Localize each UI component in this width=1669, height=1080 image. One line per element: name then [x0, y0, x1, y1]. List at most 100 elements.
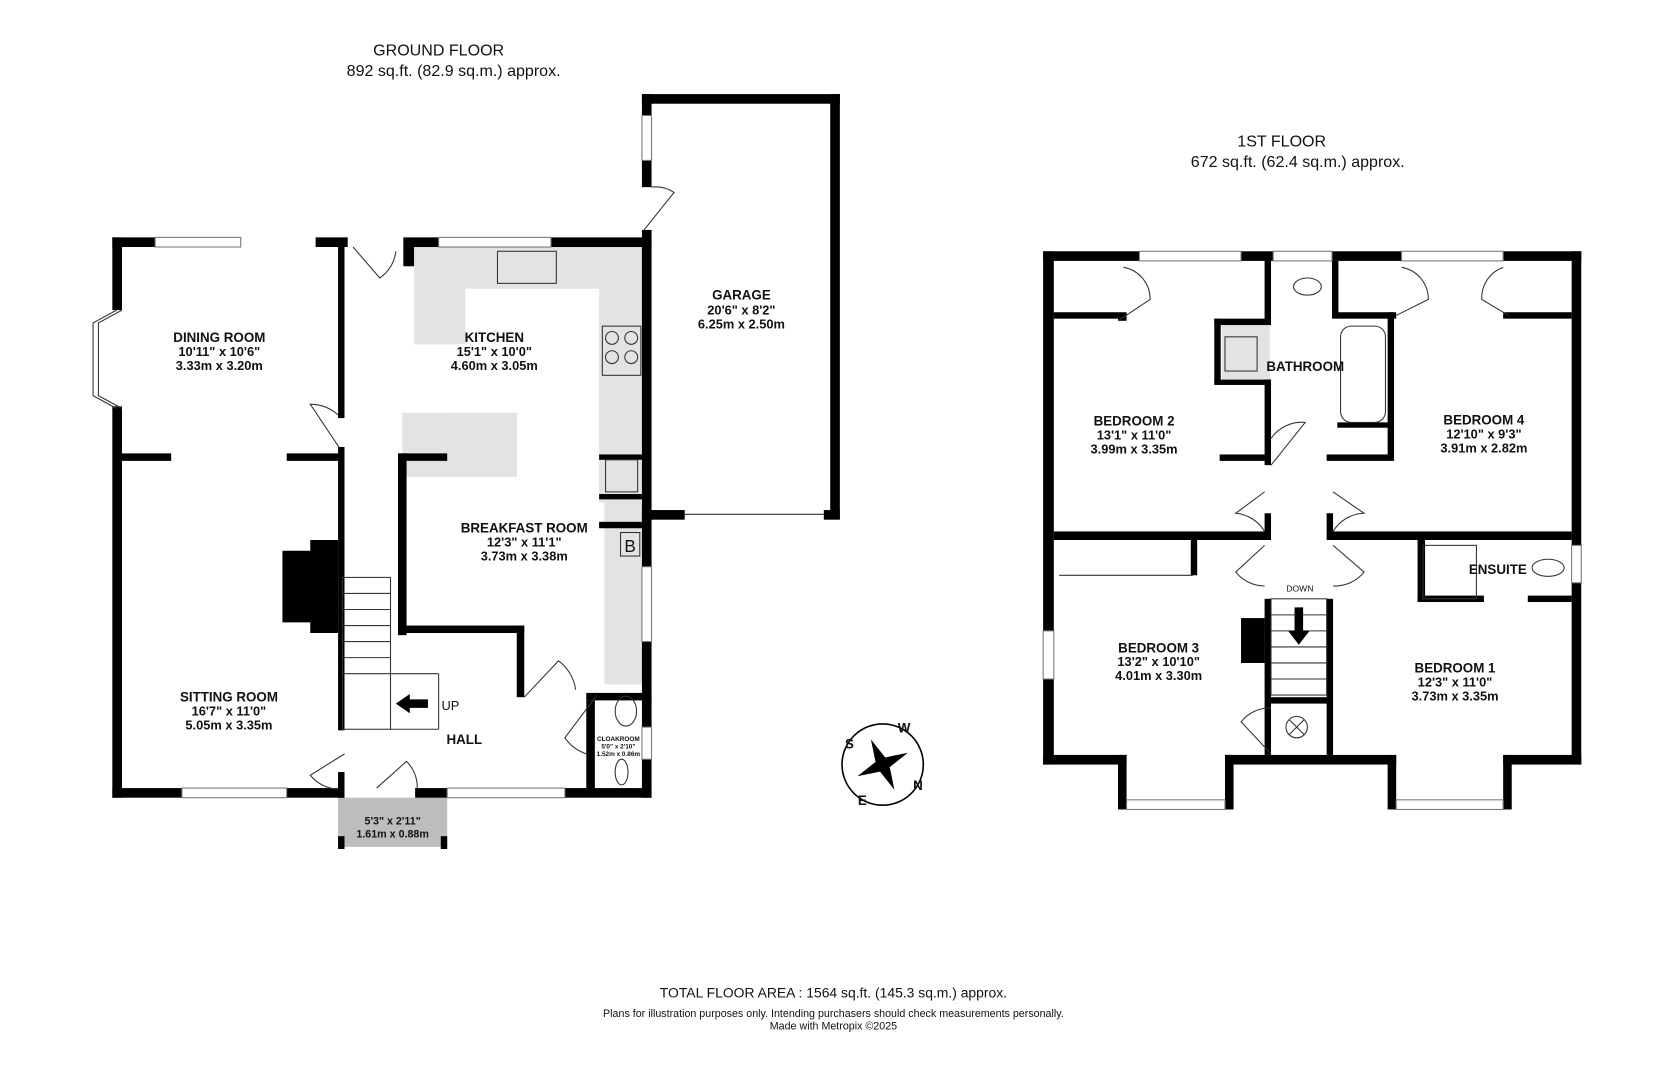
room-bedroom3: BEDROOM 3 13'2" x 10'10" 4.01m x 3.30m [1115, 640, 1202, 683]
down-arrow-icon [1288, 607, 1310, 645]
compass-n: N [913, 778, 923, 793]
wall [1331, 260, 1339, 317]
wall [1214, 379, 1272, 385]
wall [1571, 251, 1582, 546]
wall [1190, 540, 1198, 576]
wall [1053, 312, 1119, 319]
wall [1387, 754, 1397, 810]
ensuite-toilet-icon [1531, 558, 1565, 577]
ground-floor-title: GROUND FLOOR [373, 42, 504, 60]
room-metric: 4.60m x 3.05m [451, 358, 538, 373]
wall [1331, 312, 1397, 319]
room-hall: HALL [447, 732, 483, 747]
room-metric: 3.33m x 3.20m [176, 358, 263, 373]
room-name: BEDROOM 2 [1094, 414, 1175, 429]
wall [338, 836, 345, 850]
wall [1225, 754, 1397, 765]
window [446, 787, 566, 799]
room-bathroom: BATHROOM [1266, 359, 1344, 374]
room-imperial: 16'7" x 11'0" [192, 703, 267, 718]
doors [309, 186, 1509, 790]
wall [1503, 251, 1582, 261]
stairs-down-label: DOWN [1286, 583, 1313, 593]
wall [1118, 754, 1127, 810]
first-stairs-icon [1270, 598, 1328, 696]
room-name: GARAGE [712, 287, 771, 302]
wall [1326, 598, 1334, 755]
kitchen-counters [402, 247, 642, 685]
bathroom-vanity [1221, 320, 1270, 380]
walls [112, 94, 1582, 850]
window [1272, 250, 1333, 262]
kitchen-sink-icon [496, 250, 557, 284]
room-dining: DINING ROOM 10'11" x 10'6" 3.33m x 3.20m [173, 330, 265, 373]
room-imperial: 20'6" x 8'2" [707, 302, 775, 317]
wall [121, 453, 172, 461]
window [154, 236, 242, 248]
wall [1264, 260, 1272, 320]
room-bedroom4: BEDROOM 4 12'10" x 9'3" 3.91m x 2.82m [1440, 413, 1527, 456]
wall [1241, 251, 1274, 261]
wall [286, 453, 345, 461]
windows [92, 114, 1582, 811]
room-metric: 3.99m x 3.35m [1091, 441, 1178, 456]
wall [1503, 754, 1582, 765]
room-name: CLOAKROOM [597, 736, 640, 743]
up-arrow-icon [395, 693, 428, 714]
window [1571, 544, 1582, 584]
wall [1264, 379, 1272, 466]
room-imperial: 12'3" x 11'0" [1418, 674, 1493, 689]
room-imperial: 12'3" x 11'1" [487, 534, 562, 549]
room-metric: 1.61m x 0.88m [356, 828, 429, 840]
wall [112, 237, 122, 311]
wall [403, 237, 439, 248]
room-name: DINING ROOM [173, 330, 265, 345]
wall [1387, 312, 1395, 460]
wall [641, 160, 652, 188]
wall [1337, 422, 1391, 428]
window [1126, 799, 1226, 811]
wall [403, 247, 415, 267]
room-imperial: 5'3" x 2'11" [365, 815, 421, 827]
window [1042, 630, 1055, 680]
room-imperial: 13'2" x 10'10" [1117, 654, 1199, 669]
wall [550, 237, 652, 248]
wall [1043, 251, 1054, 631]
wall [1503, 754, 1512, 810]
wall [112, 788, 182, 798]
room-imperial: 13'1" x 11'0" [1097, 427, 1172, 442]
wall [823, 510, 840, 520]
wall [440, 836, 448, 850]
compass-e: E [858, 793, 867, 808]
wall [1326, 513, 1334, 540]
room-imperial: 12'10" x 9'3" [1446, 426, 1521, 441]
room-name: BREAKFAST ROOM [461, 521, 588, 536]
toilet-icon [1292, 277, 1322, 296]
wall [397, 453, 448, 461]
room-imperial: 5'0" x 2'10" [601, 744, 635, 751]
wall [641, 641, 652, 798]
window [641, 726, 653, 760]
wall [599, 454, 642, 460]
wall [1214, 318, 1221, 383]
boiler-icon [619, 531, 641, 557]
room-kitchen: KITCHEN 15'1" x 10'0" 4.60m x 3.05m [451, 330, 538, 373]
fixtures: B [282, 250, 1565, 786]
wall [1043, 251, 1140, 261]
radiator-icon [605, 459, 639, 493]
room-metric: 3.73m x 3.38m [481, 548, 568, 563]
wall [1417, 540, 1426, 603]
wall [1264, 513, 1272, 540]
room-bedroom2: BEDROOM 2 13'1" x 11'0" 3.99m x 3.35m [1091, 414, 1178, 457]
wall [1571, 582, 1582, 765]
porch [338, 797, 448, 847]
wall [112, 406, 122, 798]
room-breakfast: BREAKFAST ROOM 12'3" x 11'1" 3.73m x 3.3… [461, 521, 588, 564]
wall [406, 625, 525, 634]
chimney-breast [1241, 618, 1265, 663]
shower-icon [1422, 544, 1477, 600]
first-floor-title: 1ST FLOOR [1237, 132, 1326, 150]
wall [641, 94, 840, 104]
wall [586, 700, 595, 797]
room-metric: 3.73m x 3.35m [1412, 688, 1499, 703]
